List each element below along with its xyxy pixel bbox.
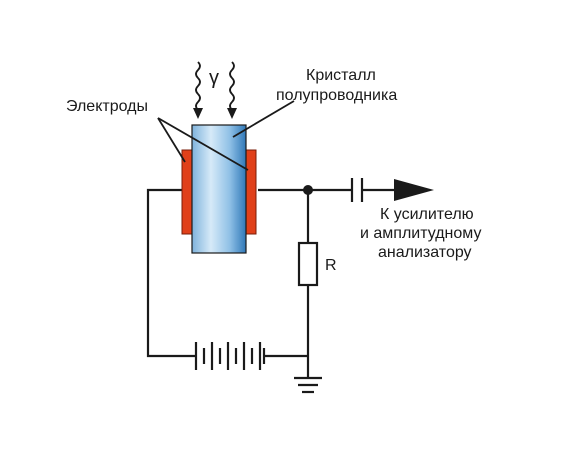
gamma-label: γ [209,67,219,89]
output-label-line2: и амплитудному [360,225,481,242]
output-arrow [394,179,434,201]
electrodes-label: Электроды [66,98,148,115]
junction-dot [303,185,313,195]
capacitor [350,178,400,202]
output-label-line3: анализатору [378,244,472,261]
pointer-lines [157,100,295,171]
gamma-rays [193,61,237,119]
ground-symbol [294,376,322,394]
output-label-line1: К усилителю [380,206,474,223]
resistor-label: R [325,257,337,274]
resistor [297,241,319,287]
battery [194,342,266,370]
crystal-label-line2: полупроводника [276,87,397,104]
crystal-label-line1: Кристалл [306,67,376,84]
semiconductor-crystal [191,124,247,254]
